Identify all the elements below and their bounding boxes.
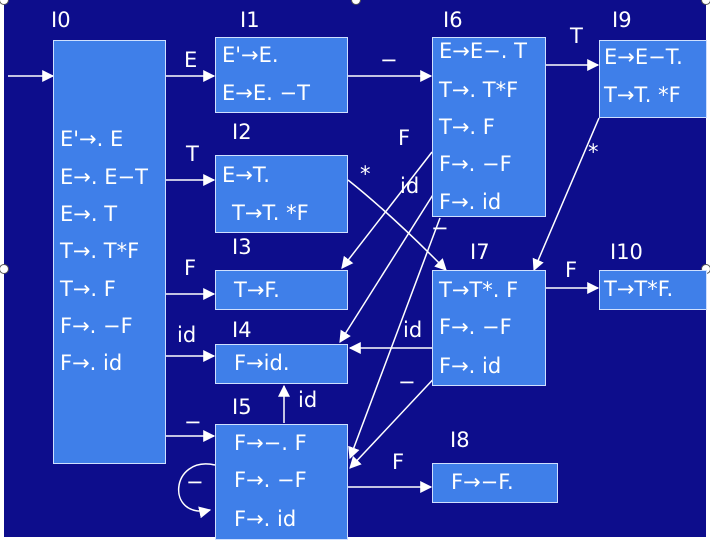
state-label-I0: I0 [51, 8, 71, 32]
state-item: E→. E−T [60, 165, 148, 189]
edge-label-I6-I3: F [398, 126, 411, 150]
edge-label-I1-I6: − [380, 48, 398, 72]
state-item: F→id. [234, 351, 290, 375]
state-item: F→−F. [451, 470, 514, 494]
edge-label-I6-I4: id [400, 174, 420, 198]
state-item: F→. −F [234, 468, 307, 492]
edge-I5-I5-loop [177, 463, 216, 519]
edge-I6-I4 [339, 189, 437, 344]
state-box-I3: T→F. [215, 270, 348, 310]
state-label-I8: I8 [450, 428, 470, 452]
edge-label-I7-I4: id [403, 318, 423, 342]
state-box-I4: F→id. [215, 344, 348, 384]
edge-label-I0-I4: id [177, 323, 197, 347]
edge-label-I9-I7: * [588, 140, 599, 164]
state-box-I8: F→−F. [432, 463, 558, 503]
edge-label-I5-I5: − [186, 470, 204, 494]
state-item: T→T. *F [604, 83, 681, 107]
state-item: E→. T [60, 202, 118, 226]
state-item: E→T. [222, 163, 270, 187]
edge-label-I7-I5: − [398, 370, 416, 394]
edge-label-I6-I5: − [431, 216, 449, 240]
resize-handle-middle-left[interactable] [0, 264, 9, 274]
state-item: E→E. −T [222, 81, 310, 105]
state-item: T→T*. F [439, 278, 519, 302]
state-box-I7: T→T*. F F→. −F F→. id [432, 270, 546, 386]
state-item: E'→E. [222, 43, 279, 67]
state-item: F→. −F [439, 152, 512, 176]
state-label-I3: I3 [232, 235, 252, 259]
state-label-I1: I1 [240, 8, 260, 32]
state-item: T→. F [60, 277, 116, 301]
edge-label-I5-I4: id [298, 388, 318, 412]
state-label-I10: I10 [610, 240, 643, 264]
state-box-I9: E→E−T. T→T. *F [599, 40, 707, 118]
state-box-I1: E'→E. E→E. −T [215, 37, 348, 113]
state-label-I9: I9 [612, 8, 632, 32]
edge-I9-I7 [532, 117, 600, 272]
state-item: F→. id [60, 351, 123, 375]
state-box-I10: T→T*F. [599, 270, 707, 310]
edge-I6-I3 [341, 151, 433, 269]
edge-label-I2-I7: * [360, 162, 371, 186]
state-item: F→. −F [439, 315, 512, 339]
edge-label-I0-I1: E [184, 48, 198, 72]
state-box-I6: E→E−. T T→. T*F T→. F F→. −F F→. id [432, 37, 546, 217]
state-label-I2: I2 [232, 120, 252, 144]
edge-I6-I5 [348, 217, 441, 460]
state-item: E'→. E [60, 127, 124, 151]
edge-I7-I5 [349, 371, 441, 469]
state-item: T→. F [439, 115, 495, 139]
edge-I2-I7 [347, 179, 447, 271]
state-item: T→. T*F [60, 239, 140, 263]
state-box-I2: E→T. T→T. *F [215, 155, 348, 233]
state-item: T→. T*F [439, 78, 519, 102]
edge-label-I6-I9: T [570, 24, 583, 48]
state-item: E→E−T. [604, 45, 683, 69]
state-label-I4: I4 [232, 318, 252, 342]
edge-label-I5-I8: F [392, 450, 405, 474]
state-item: F→−. F [234, 431, 307, 455]
resize-handle-top-right[interactable] [701, 0, 710, 5]
state-item: F→. id [439, 190, 502, 214]
edge-label-I0-I3: F [184, 256, 197, 280]
state-item: T→F. [234, 278, 280, 302]
state-box-I0: E'→. E E→. E−T E→. T T→. T*F T→. F F→. −… [53, 40, 166, 464]
state-item: F→. id [439, 354, 502, 378]
state-item: F→. id [234, 507, 297, 531]
state-label-I7: I7 [470, 240, 490, 264]
state-box-I5: F→−. F F→. −F F→. id [215, 424, 348, 540]
state-item: F→. −F [60, 314, 133, 338]
edge-label-I7-I10: F [565, 258, 578, 282]
edge-label-I0-I5: − [184, 410, 202, 434]
state-label-I6: I6 [443, 8, 463, 32]
state-item: T→T. *F [232, 201, 309, 225]
state-item: E→E−. T [439, 39, 527, 63]
state-label-I5: I5 [232, 395, 252, 419]
state-item: T→T*F. [604, 277, 674, 301]
edge-label-I0-I2: T [186, 142, 199, 166]
